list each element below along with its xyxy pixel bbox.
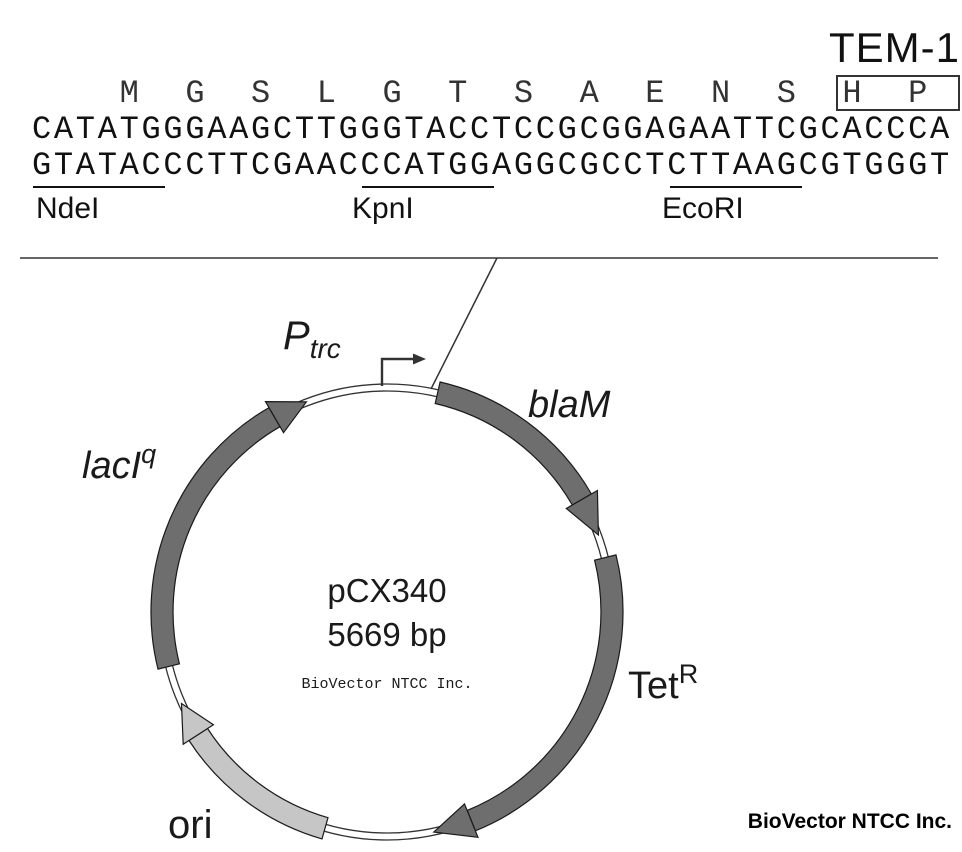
laciq-label: lacIq [82,439,156,487]
ndei-site-label: NdeI [36,192,100,225]
blam-feature-arrow [434,381,600,537]
kpni-underline [362,186,494,188]
promoter-arrow-icon [380,353,426,386]
tem1-gene-label: TEM-1 [829,24,960,71]
dna-top-strand: CATATGGGAAGCTTGGGTACCTCCGCGGAGAATTCGCACC… [32,111,952,148]
plasmid-size: 5669 bp [327,616,446,653]
ori-label: ori [168,803,212,847]
tetr-feature-arrow [432,554,624,839]
dna-bottom-strand: GTATACCCTTCGAACCCATGGAGGCGCCTCTTAAGCGTGG… [32,147,952,184]
ecori-underline [670,186,802,188]
reading-frame-box [836,75,960,111]
laciq-feature-arrow [150,400,308,670]
plasmid-name: pCX340 [327,572,446,609]
insertion-leader-line [430,257,498,390]
kpni-site-label: KpnI [352,192,414,225]
ori-feature-arrow [180,702,329,840]
blam-label: blaM [528,384,611,426]
ptrc-label: Ptrc [283,314,341,364]
amino-acid-line: M G S L G T S A E N S H P [32,75,931,112]
ecori-site-label: EcoRI [662,192,744,225]
tetr-label: TetR [628,659,698,707]
brand-watermark: BioVector NTCC Inc. [747,810,952,833]
center-watermark: BioVector NTCC Inc. [301,676,472,693]
ndei-underline [33,186,165,188]
